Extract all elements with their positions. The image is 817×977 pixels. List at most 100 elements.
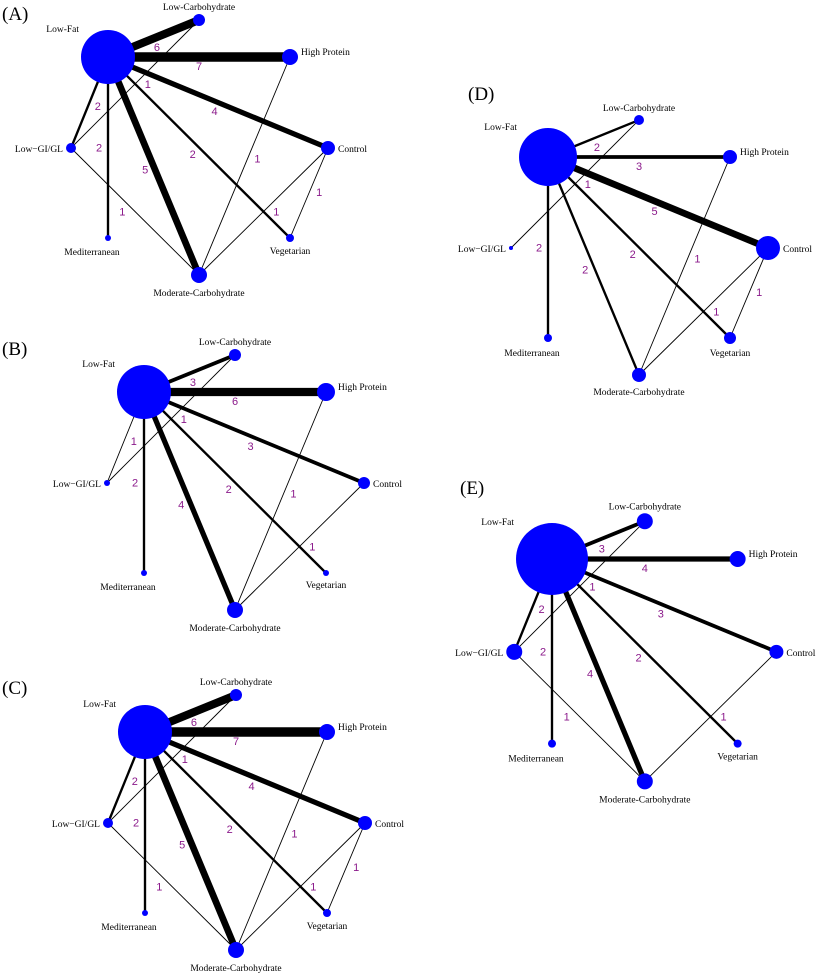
node-label: Moderate-Carbohydrate [599,795,690,805]
edge-count-label: 2 [190,149,196,161]
node-md [544,334,552,342]
edge-lf-mc [104,55,203,277]
node-label: Low-Carbohydrate [603,104,675,114]
edge-lg-mc [70,147,200,276]
node-label: Vegetarian [306,581,347,591]
node-md [548,739,556,748]
node-label: Vegetarian [710,349,751,359]
node-label: Mediterranean [64,248,120,258]
node-lg [104,480,110,486]
edge-count-label: 4 [587,669,593,681]
edge-lf-mc [141,390,238,612]
edge-count-label: 1 [131,436,137,448]
node-label: Control [373,480,402,490]
node-label: Moderate-Carbohydrate [189,624,280,634]
edge-count-label: 1 [254,154,260,166]
node-label: Control [375,820,404,830]
node-label: Control [786,649,815,659]
node-ct [358,477,370,489]
edge-count-label: 1 [291,829,297,841]
edge-lc-lg [70,19,200,149]
edge-lc-lg [106,354,236,484]
edge-count-label: 2 [540,646,546,658]
edge-hp-mc [198,56,291,276]
node-vg [733,739,742,748]
node-label: Low−GI/GL [15,145,63,155]
node-lg [66,143,76,153]
edge-lf-vg [144,731,328,914]
node-hp [282,49,298,65]
node-label: High Protein [338,383,387,393]
node-label: Low−GI/GL [52,820,100,830]
node-lg [506,643,523,660]
node-hp [729,551,746,567]
node-lf [117,365,171,419]
edge-lf-ct [106,54,330,151]
node-label: Control [783,245,812,255]
edge-count-label: 1 [145,79,151,91]
node-label: High Protein [749,550,798,560]
edges [510,118,770,376]
edge-lc-lg [107,694,237,824]
edge-lf-vg [107,56,291,239]
edge-count-label: 1 [713,307,719,319]
node-label: Low-Carbohydrate [163,3,235,13]
node-label: Moderate-Carbohydrate [153,289,244,299]
edge-hp-mc [234,391,327,611]
node-vg [286,234,294,242]
edge-count-label: 2 [96,143,102,155]
node-label: Vegetarian [717,753,758,763]
node-label: Low-Fat [481,518,514,528]
edge-count-label: 1 [316,187,322,199]
node-label: Low-Carbohydrate [200,678,272,688]
node-label: Low-Fat [484,123,517,133]
edge-count-label: 3 [248,441,254,453]
edge-ct-vg [326,822,366,914]
edge-count-label: 3 [190,377,196,389]
edge-count-label: 1 [585,179,591,191]
edge-count-label: 1 [273,207,279,219]
edge-ct-mc [638,247,769,376]
node-label: Low−GI/GL [53,480,101,490]
node-label: Low−GI/GL [458,245,506,255]
edge-lf-vg [547,156,731,339]
node-hp [317,383,335,401]
node-label: Low-Carbohydrate [609,502,681,512]
node-mc [632,368,646,382]
node-label: High Protein [740,148,789,158]
network-panel-c: (C)674225211111Low-FatLow-CarbohydrateHi… [2,678,404,974]
edge-hp-mc [235,731,328,951]
node-label: Control [338,145,367,155]
edge-count-label: 2 [630,249,636,261]
node-lg [509,246,513,250]
edge-count-label: 7 [196,61,202,73]
node-label: Moderate-Carbohydrate [190,964,281,974]
node-lc [634,115,644,125]
edge-lc-lg [510,119,640,249]
edge-count-label: 1 [720,712,726,724]
node-label: Mediterranean [508,755,564,765]
edge-count-label: 2 [635,653,641,665]
edge-ct-vg [289,147,329,239]
node-label: Low-Carbohydrate [199,338,271,348]
edge-count-label: 6 [232,396,238,408]
edge-count-label: 5 [652,206,658,218]
panel-label: (C) [2,678,27,699]
edge-lg-mc [107,822,237,951]
edge-lf-mc [141,730,240,952]
node-ct [321,141,335,155]
edge-count-label: 2 [536,243,542,255]
node-vg [323,570,329,576]
node-lc [193,14,205,26]
panel-label: (E) [460,478,484,499]
edge-count-label: 2 [95,101,101,113]
node-hp [723,150,737,164]
edge-count-label: 1 [156,882,162,894]
edge-count-label: 1 [353,862,359,874]
edge-lc-lg [513,520,646,653]
edge-count-label: 4 [212,106,218,118]
node-lc [229,349,241,361]
node-label: Mediterranean [504,349,560,359]
node-lg [103,818,113,828]
